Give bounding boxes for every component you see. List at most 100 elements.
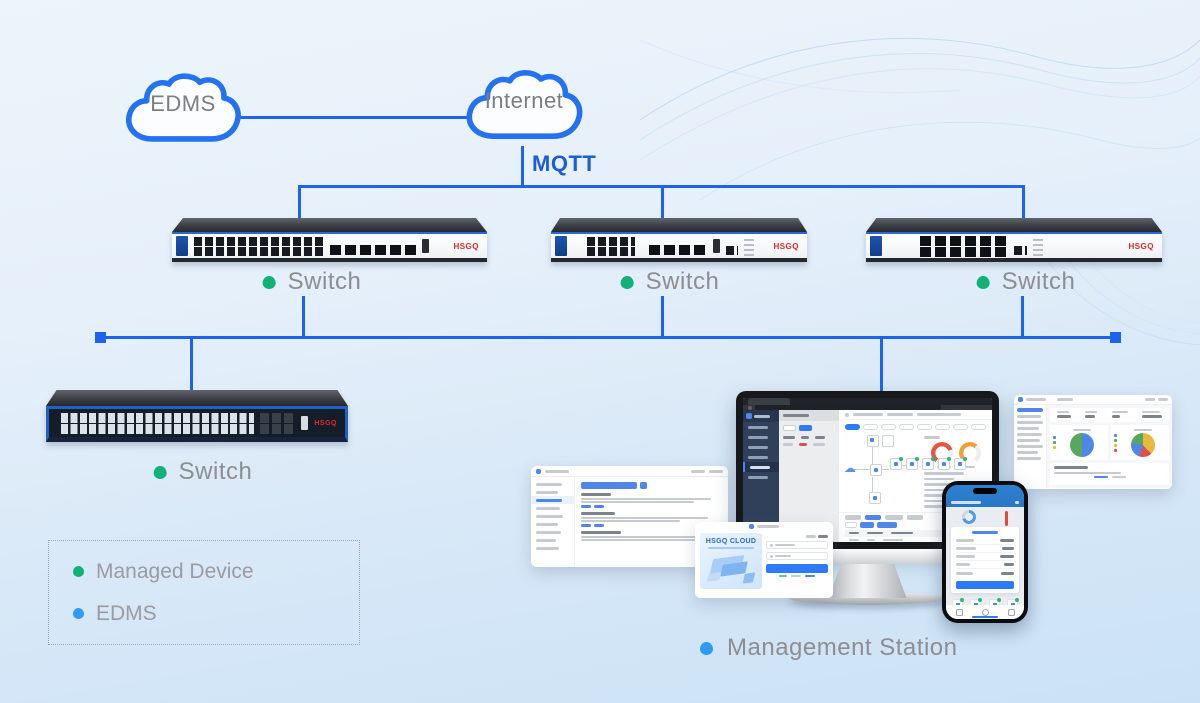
switch-label-text: Switch — [178, 458, 253, 485]
internet-cloud: Internet — [463, 68, 585, 150]
top-bus-line — [298, 185, 1025, 188]
usb-port — [713, 239, 720, 253]
device-type-pie-chart — [1131, 432, 1155, 457]
managed-device-bullet-icon — [153, 465, 167, 479]
switch1-downlink — [302, 296, 305, 338]
managed-device-bullet-icon — [976, 275, 990, 289]
device-node-icon — [954, 457, 968, 471]
cloud-login-screenshot: HSGQ CLOUD — [695, 522, 833, 598]
switch4-drop-line — [190, 339, 193, 391]
switch4-device: HSGQ — [46, 390, 348, 442]
usb-port — [422, 239, 429, 253]
switch1-device: HSGQ — [172, 218, 487, 262]
network-topology-view: ☁ — [839, 432, 968, 512]
app-logo-icon — [1018, 397, 1023, 402]
sfp-port-block — [260, 412, 296, 434]
management-drop-line — [880, 339, 883, 394]
topology-node-icon — [881, 435, 894, 448]
legend-item-edms: EDMS — [73, 602, 359, 626]
legend-box: Managed Device EDMS — [48, 540, 360, 645]
login-button — [766, 564, 828, 573]
legend-label: Managed Device — [96, 559, 254, 583]
device-node-icon — [890, 457, 904, 471]
switch-label-text: Switch — [645, 268, 720, 295]
hsgq-logo: HSGQ — [1128, 241, 1154, 251]
switch-front-panel: HSGQ — [172, 232, 487, 262]
app-tab-bar — [946, 605, 1024, 619]
device-status-pie-chart — [1070, 432, 1094, 457]
pie-chart-panel — [1111, 424, 1169, 461]
browser-tab — [748, 398, 790, 405]
internet-cloud-mini-icon: ☁ — [843, 461, 856, 476]
hsgq-logo: HSGQ — [453, 241, 479, 251]
mobile-app-phone — [942, 481, 1028, 623]
pie-chart-panel — [1050, 424, 1108, 461]
browser-chrome-bar — [743, 398, 992, 405]
switch-chassis-top — [46, 390, 348, 406]
active-tab-indicator — [972, 616, 998, 618]
hsgq-logo: HSGQ — [314, 419, 337, 427]
switch-panel-edge — [176, 236, 188, 256]
rj45-port-block — [587, 236, 635, 256]
switch-panel-edge — [555, 236, 567, 256]
switch2-label: Switch — [620, 268, 720, 296]
browser-address-bar — [743, 405, 992, 410]
edms-bullet-icon — [73, 608, 84, 619]
rj45-port — [1014, 238, 1027, 255]
app-header-bar — [946, 485, 1024, 507]
bus-right-endpoint — [1110, 332, 1121, 343]
gateway-node-icon — [869, 463, 882, 476]
switch-front-panel: HSGQ — [551, 232, 807, 262]
sfp-port-block — [920, 235, 1008, 257]
legend-label: EDMS — [96, 601, 157, 625]
login-hero-panel: HSGQ CLOUD — [700, 533, 762, 589]
dashboard-content — [1047, 405, 1172, 488]
cloud-icon — [466, 70, 583, 140]
switch2-downlink — [661, 296, 664, 338]
switch3-label: Switch — [976, 268, 1076, 296]
confirm-button — [956, 581, 1014, 589]
sfp-port-block — [330, 237, 416, 255]
edms-cloud: EDMS — [122, 72, 244, 152]
screenshot-content — [575, 477, 728, 567]
monitor-stand-neck — [828, 564, 907, 598]
rj45-port-block — [61, 412, 255, 434]
mqtt-protocol-label: MQTT — [532, 151, 597, 176]
cloud-dashboard-screenshot — [1014, 395, 1172, 489]
bus-left-endpoint — [95, 332, 106, 343]
switch-chassis-top — [866, 218, 1162, 232]
bottom-bus-line — [100, 336, 1116, 339]
usb-port — [301, 416, 309, 430]
switch1-uplink — [298, 187, 301, 220]
switch1-label: Switch — [262, 268, 362, 296]
username-field — [766, 541, 828, 549]
managed-device-bullet-icon — [73, 566, 84, 577]
status-leds — [744, 236, 754, 256]
device-node-icon — [938, 457, 952, 471]
managed-device-bullet-icon — [262, 275, 276, 289]
phone-screen — [946, 485, 1024, 619]
dashboard-sidebar — [1014, 405, 1047, 488]
switch-front-panel: HSGQ — [866, 232, 1162, 262]
cloud-icon — [126, 73, 241, 142]
internet-drop-line — [521, 146, 524, 188]
device-info-card — [951, 527, 1019, 593]
edms-bullet-icon — [700, 641, 713, 655]
app-logo-icon — [536, 468, 541, 474]
hsgq-logo: HSGQ — [773, 241, 799, 251]
emds-nav-sidebar — [743, 410, 779, 542]
rj45-port-block — [194, 236, 324, 256]
switch-chassis-top — [551, 218, 807, 232]
device-list-panel — [779, 410, 839, 542]
console-port — [726, 238, 738, 255]
thermometer-icon — [1005, 511, 1008, 526]
switch3-uplink — [1022, 187, 1025, 220]
message-tab-icon — [981, 608, 989, 616]
internet-cloud-label: Internet — [484, 87, 564, 113]
password-field — [766, 552, 828, 560]
sfp-port-block — [649, 237, 707, 255]
switch-label-text: Switch — [287, 268, 362, 295]
detail-tabs-section — [839, 511, 992, 543]
switch3-device: HSGQ — [866, 218, 1162, 262]
switch-front-panel: HSGQ — [46, 406, 348, 442]
